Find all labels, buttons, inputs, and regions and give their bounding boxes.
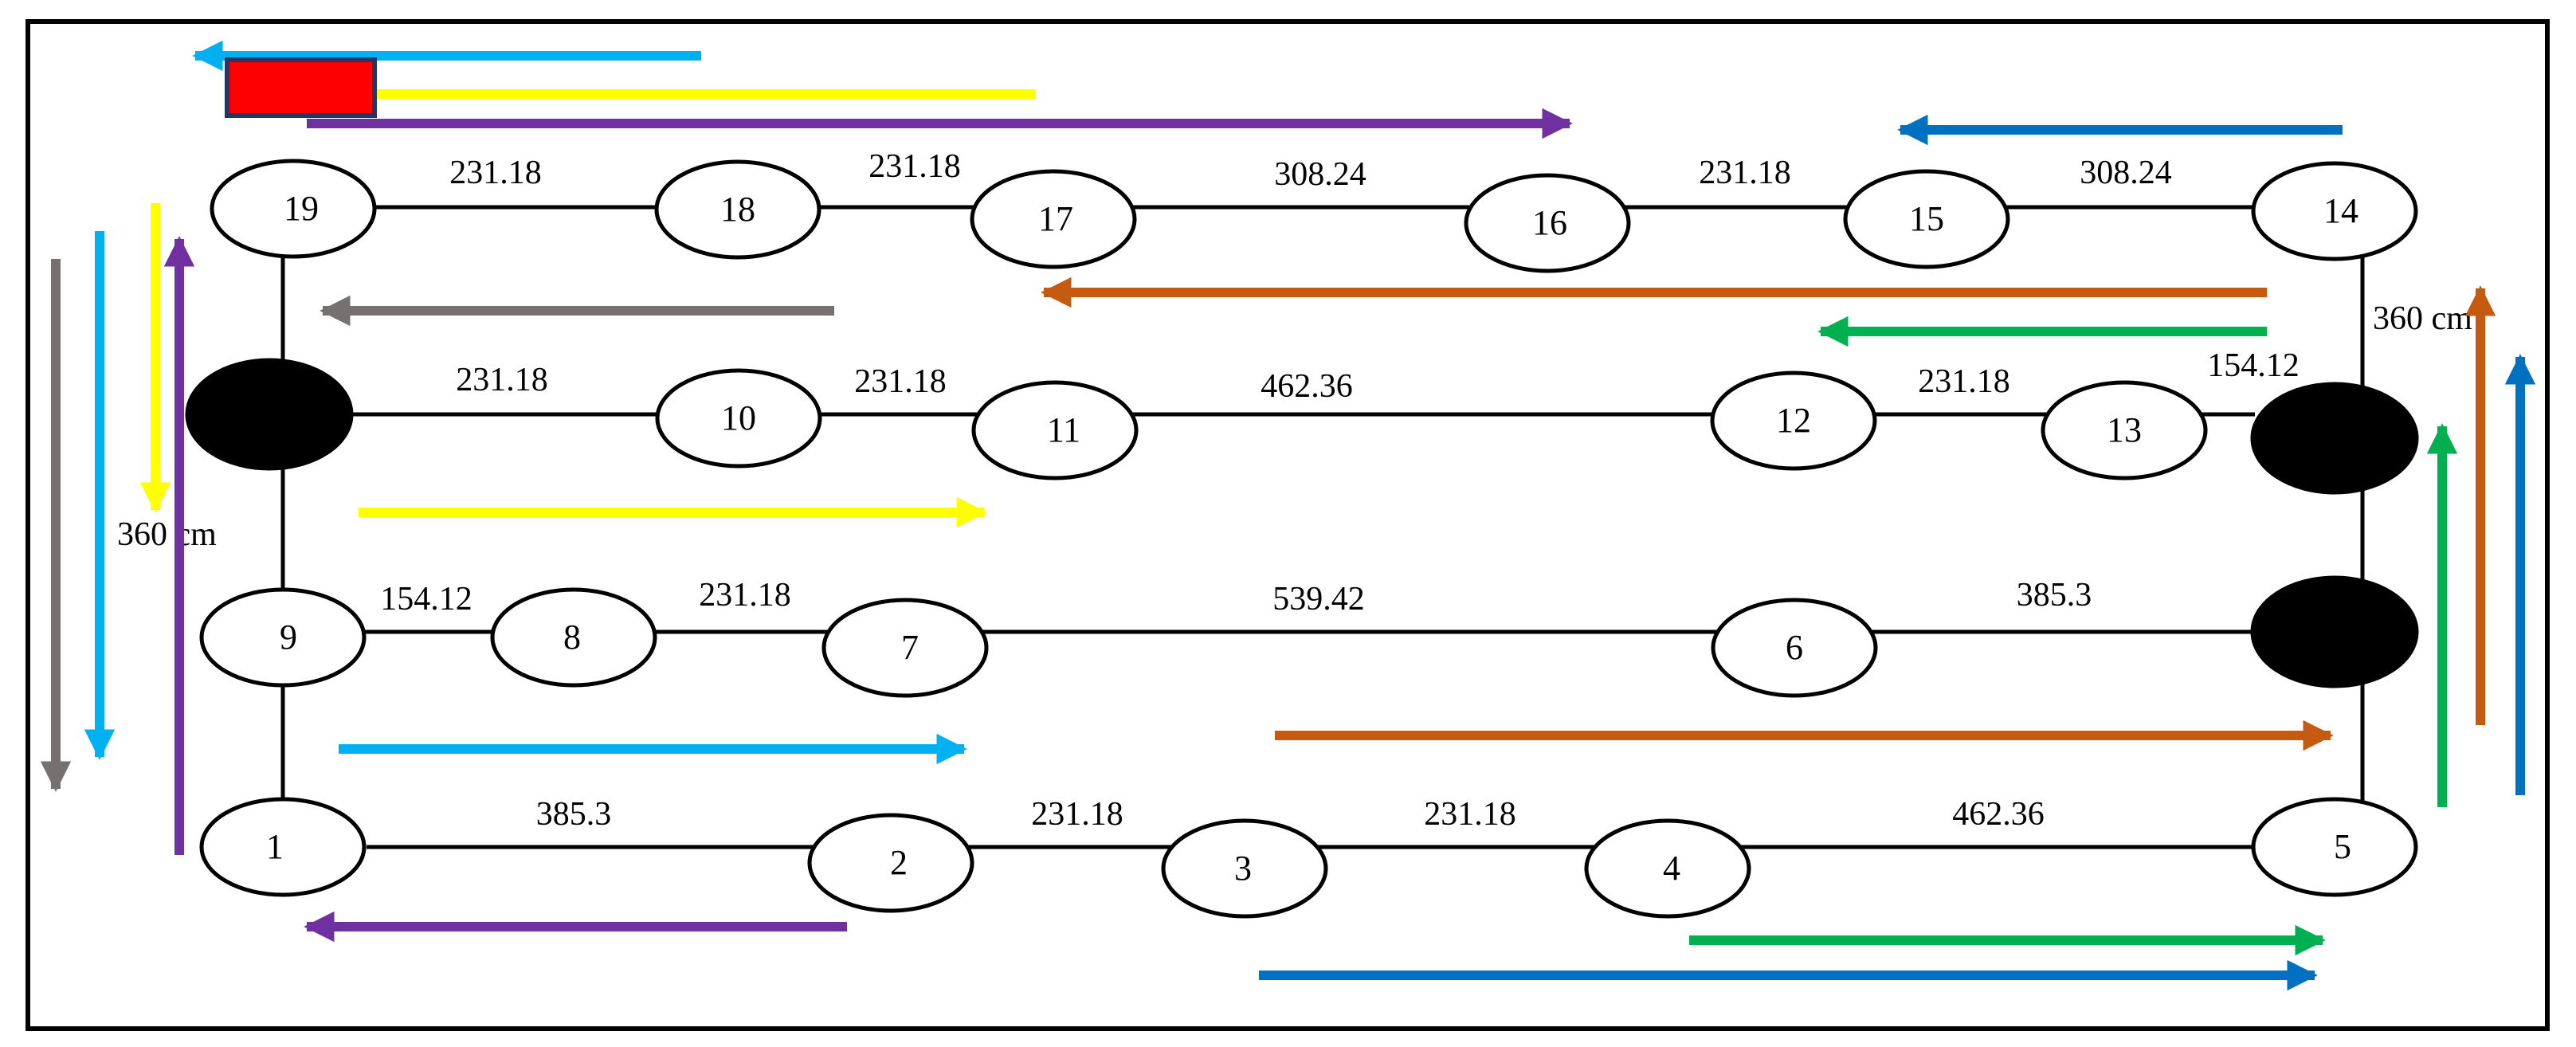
edge-label-19-18: 231.18 <box>449 155 542 191</box>
node-4 <box>1584 818 1751 919</box>
edge-label-8-7: 231.18 <box>699 577 791 614</box>
node-10 <box>655 368 822 469</box>
node-label-19: 19 <box>284 189 319 228</box>
side-label-left: 360 cm <box>117 516 217 553</box>
node-label-17: 17 <box>1038 199 1073 238</box>
edge-label-1-2: 385.3 <box>536 796 612 833</box>
node-16 <box>1464 173 1631 273</box>
node-label-13: 13 <box>2107 410 2142 449</box>
junction-left <box>185 358 354 471</box>
node-13 <box>2041 380 2208 480</box>
node-label-5: 5 <box>2334 827 2351 866</box>
node-9 <box>199 587 367 688</box>
diagram-frame <box>25 19 2550 1031</box>
node-19 <box>210 159 377 259</box>
node-18 <box>654 159 821 260</box>
junction-nodes <box>185 358 2419 688</box>
node-label-14: 14 <box>2323 191 2358 230</box>
edge-label-15-14: 308.24 <box>2080 155 2172 191</box>
edge-label-7-6: 539.42 <box>1272 581 1365 618</box>
edge-label-18-17: 231.18 <box>868 148 961 185</box>
edge-label-2-3: 231.18 <box>1031 796 1123 833</box>
edge-label-13-junction: 154.12 <box>2207 347 2300 384</box>
node-label-9: 9 <box>280 618 297 657</box>
node-17 <box>970 169 1137 269</box>
node-label-18: 18 <box>720 190 755 229</box>
node-label-6: 6 <box>1786 628 1803 667</box>
node-label-10: 10 <box>721 398 756 437</box>
node-2 <box>807 813 974 913</box>
node-12 <box>1710 371 1877 471</box>
node-6 <box>1711 598 1878 698</box>
node-label-1: 1 <box>266 827 284 866</box>
edge-label-11-12: 462.36 <box>1261 368 1353 405</box>
node-label-7: 7 <box>901 628 919 667</box>
node-label-8: 8 <box>563 618 581 657</box>
node-14 <box>2251 161 2418 261</box>
node-15 <box>1843 169 2010 269</box>
start-marker <box>225 57 377 118</box>
node-labels: 1 2 3 4 5 6 7 8 9 10 11 12 13 14 15 16 1… <box>266 189 2358 888</box>
side-label-right: 360 cm <box>2373 300 2472 337</box>
edge-label-17-16: 308.24 <box>1274 156 1366 193</box>
edge-label-9-8: 154.12 <box>380 581 472 618</box>
node-label-3: 3 <box>1234 849 1252 888</box>
network-nodes <box>199 159 2418 919</box>
node-label-11: 11 <box>1047 410 1080 449</box>
node-3 <box>1161 818 1328 919</box>
node-11 <box>971 380 1139 480</box>
node-label-12: 12 <box>1776 401 1811 440</box>
node-1 <box>199 797 367 897</box>
node-7 <box>821 598 989 698</box>
edge-label-6-junction: 385.3 <box>2017 577 2092 614</box>
node-label-4: 4 <box>1663 849 1680 888</box>
node-label-16: 16 <box>1532 203 1567 242</box>
junction-right-lower <box>2250 575 2419 688</box>
edge-label-3-4: 231.18 <box>1424 796 1516 833</box>
edge-label-10-11: 231.18 <box>854 363 947 400</box>
edge-label-16-15: 231.18 <box>1699 155 1791 191</box>
junction-right-upper <box>2250 382 2419 495</box>
node-label-2: 2 <box>890 843 908 882</box>
node-8 <box>490 587 657 688</box>
route-arrows <box>40 40 2536 991</box>
edge-label-4-5: 462.36 <box>1952 796 2045 833</box>
node-label-15: 15 <box>1909 199 1944 238</box>
node-5 <box>2251 797 2418 897</box>
edge-labels: 385.3 231.18 231.18 462.36 154.12 231.18… <box>380 148 2300 833</box>
edge-label-junction-10: 231.18 <box>456 362 548 398</box>
edge-label-12-13: 231.18 <box>1918 363 2010 400</box>
